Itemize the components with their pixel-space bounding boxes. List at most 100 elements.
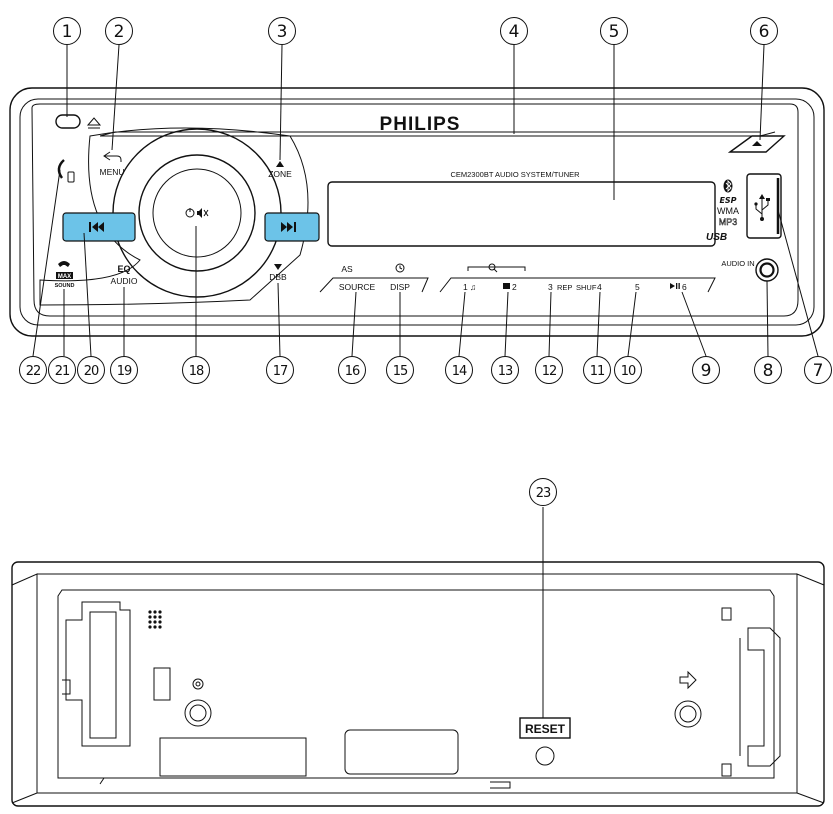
left-bracket (65, 601, 131, 747)
callout-21: 21 (48, 356, 76, 384)
svg-text:15: 15 (393, 364, 408, 379)
audio-label: AUDIO (111, 276, 138, 286)
faceplate (31, 103, 799, 317)
svg-text:23: 23 (536, 486, 551, 501)
disp-button-label[interactable]: DISP (390, 282, 410, 292)
arrow-right-icon (679, 670, 697, 690)
svg-text:18: 18 (189, 364, 204, 379)
preset-3-label[interactable]: 3 (548, 282, 553, 292)
svg-text:16: 16 (345, 364, 360, 379)
panel-frame-outer (9, 87, 825, 337)
source-button-label[interactable]: SOURCE (339, 282, 376, 292)
grille-icon (148, 610, 162, 629)
release-button[interactable] (55, 114, 81, 129)
rear-opening-center (344, 729, 459, 775)
clip-top (721, 607, 732, 621)
usb-logo: USB (706, 232, 727, 243)
back-details (99, 777, 511, 789)
callout-20: 20 (77, 356, 105, 384)
next-track-icon (281, 222, 296, 232)
preset-4-label[interactable]: 4 (597, 282, 602, 292)
eq-label: EQ (117, 264, 130, 274)
small-slot (153, 667, 171, 701)
callout-14: 14 (445, 356, 473, 384)
callout-17: 17 (266, 356, 294, 384)
dbb-label: DBB (269, 272, 287, 282)
preset-2-label[interactable]: 2 (512, 282, 517, 292)
callout-11: 11 (583, 356, 611, 384)
back-frame-bevel (11, 573, 825, 804)
callout-10: 10 (614, 356, 642, 384)
source-disp-bar (319, 277, 429, 293)
power-mute-icon (185, 208, 209, 218)
svg-text:20: 20 (84, 364, 99, 379)
callout-2: 2 (105, 17, 133, 45)
model-text: CEM2300BT AUDIO SYSTEM/TUNER (450, 170, 580, 179)
svg-text:1: 1 (62, 22, 73, 42)
callout-9: 9 (692, 356, 720, 384)
mp3-label: MP3 (719, 217, 738, 227)
bluetooth-icon (723, 179, 733, 193)
callout-6: 6 (750, 17, 778, 45)
audio-in-jack-inner (759, 262, 775, 278)
svg-text:8: 8 (763, 361, 774, 381)
callout-16: 16 (338, 356, 366, 384)
hangup-icon (58, 261, 70, 267)
preset-6-label[interactable]: 6 (682, 282, 687, 292)
eject-icon (86, 117, 102, 129)
audio-in-label: AUDIO IN (721, 259, 754, 268)
front-panel: PHILIPS CEM2300BT AUDIO SYSTEM/TUNER (9, 87, 825, 337)
preset-1-label[interactable]: 1 (463, 282, 468, 292)
callout-numbers: 1 2 3 4 5 6 7 8 9 10 11 12 13 14 15 16 1… (19, 17, 832, 506)
esp-label: ESP (719, 196, 736, 205)
callout-4: 4 (500, 17, 528, 45)
phone-icon (57, 159, 75, 183)
panel-frame-inner (19, 98, 815, 326)
back-plate (57, 589, 775, 779)
callout-13: 13 (491, 356, 519, 384)
svg-text:11: 11 (590, 364, 605, 379)
svg-text:3: 3 (277, 22, 288, 42)
svg-text:21: 21 (55, 364, 70, 379)
search-icon (467, 263, 526, 273)
down-arrow-icon (274, 264, 282, 270)
callout-22: 22 (19, 356, 47, 384)
screw-right (674, 700, 702, 728)
svg-text:10: 10 (621, 364, 636, 379)
callout-leaders (32, 44, 819, 718)
audio-in-jack[interactable] (755, 258, 779, 282)
reset-button[interactable] (535, 746, 555, 766)
clock-icon (395, 263, 405, 273)
eject-button[interactable] (727, 135, 786, 153)
volume-knob[interactable] (138, 154, 256, 272)
callout-8: 8 (754, 356, 782, 384)
control-area-outline (39, 127, 309, 306)
svg-text:13: 13 (498, 364, 513, 379)
callout-3: 3 (268, 17, 296, 45)
svg-text:7: 7 (813, 361, 824, 381)
svg-text:12: 12 (542, 364, 557, 379)
preset-bar (439, 277, 716, 293)
folder-icon (503, 283, 510, 289)
svg-text:2: 2 (114, 22, 125, 42)
svg-text:22: 22 (26, 364, 41, 379)
rep-label: REP (557, 283, 572, 292)
callout-23: 23 (529, 478, 557, 506)
knob-inner (152, 168, 242, 258)
left-bracket-inner (89, 611, 117, 739)
callout-12: 12 (535, 356, 563, 384)
preset-5-label[interactable]: 5 (635, 282, 640, 292)
wma-label: WMA (717, 206, 739, 216)
max-badge (56, 272, 73, 279)
callout-15: 15 (386, 356, 414, 384)
sound-label: SOUND (55, 283, 75, 289)
play-pause-icon (670, 283, 680, 289)
prev-track-icon (89, 222, 104, 232)
back-panel: RESET (11, 561, 825, 807)
up-arrow-icon (276, 161, 284, 167)
lcd-display (327, 181, 716, 247)
usb-port-cover[interactable] (746, 173, 782, 239)
callout-18: 18 (182, 356, 210, 384)
max-label: MAX (58, 274, 71, 280)
